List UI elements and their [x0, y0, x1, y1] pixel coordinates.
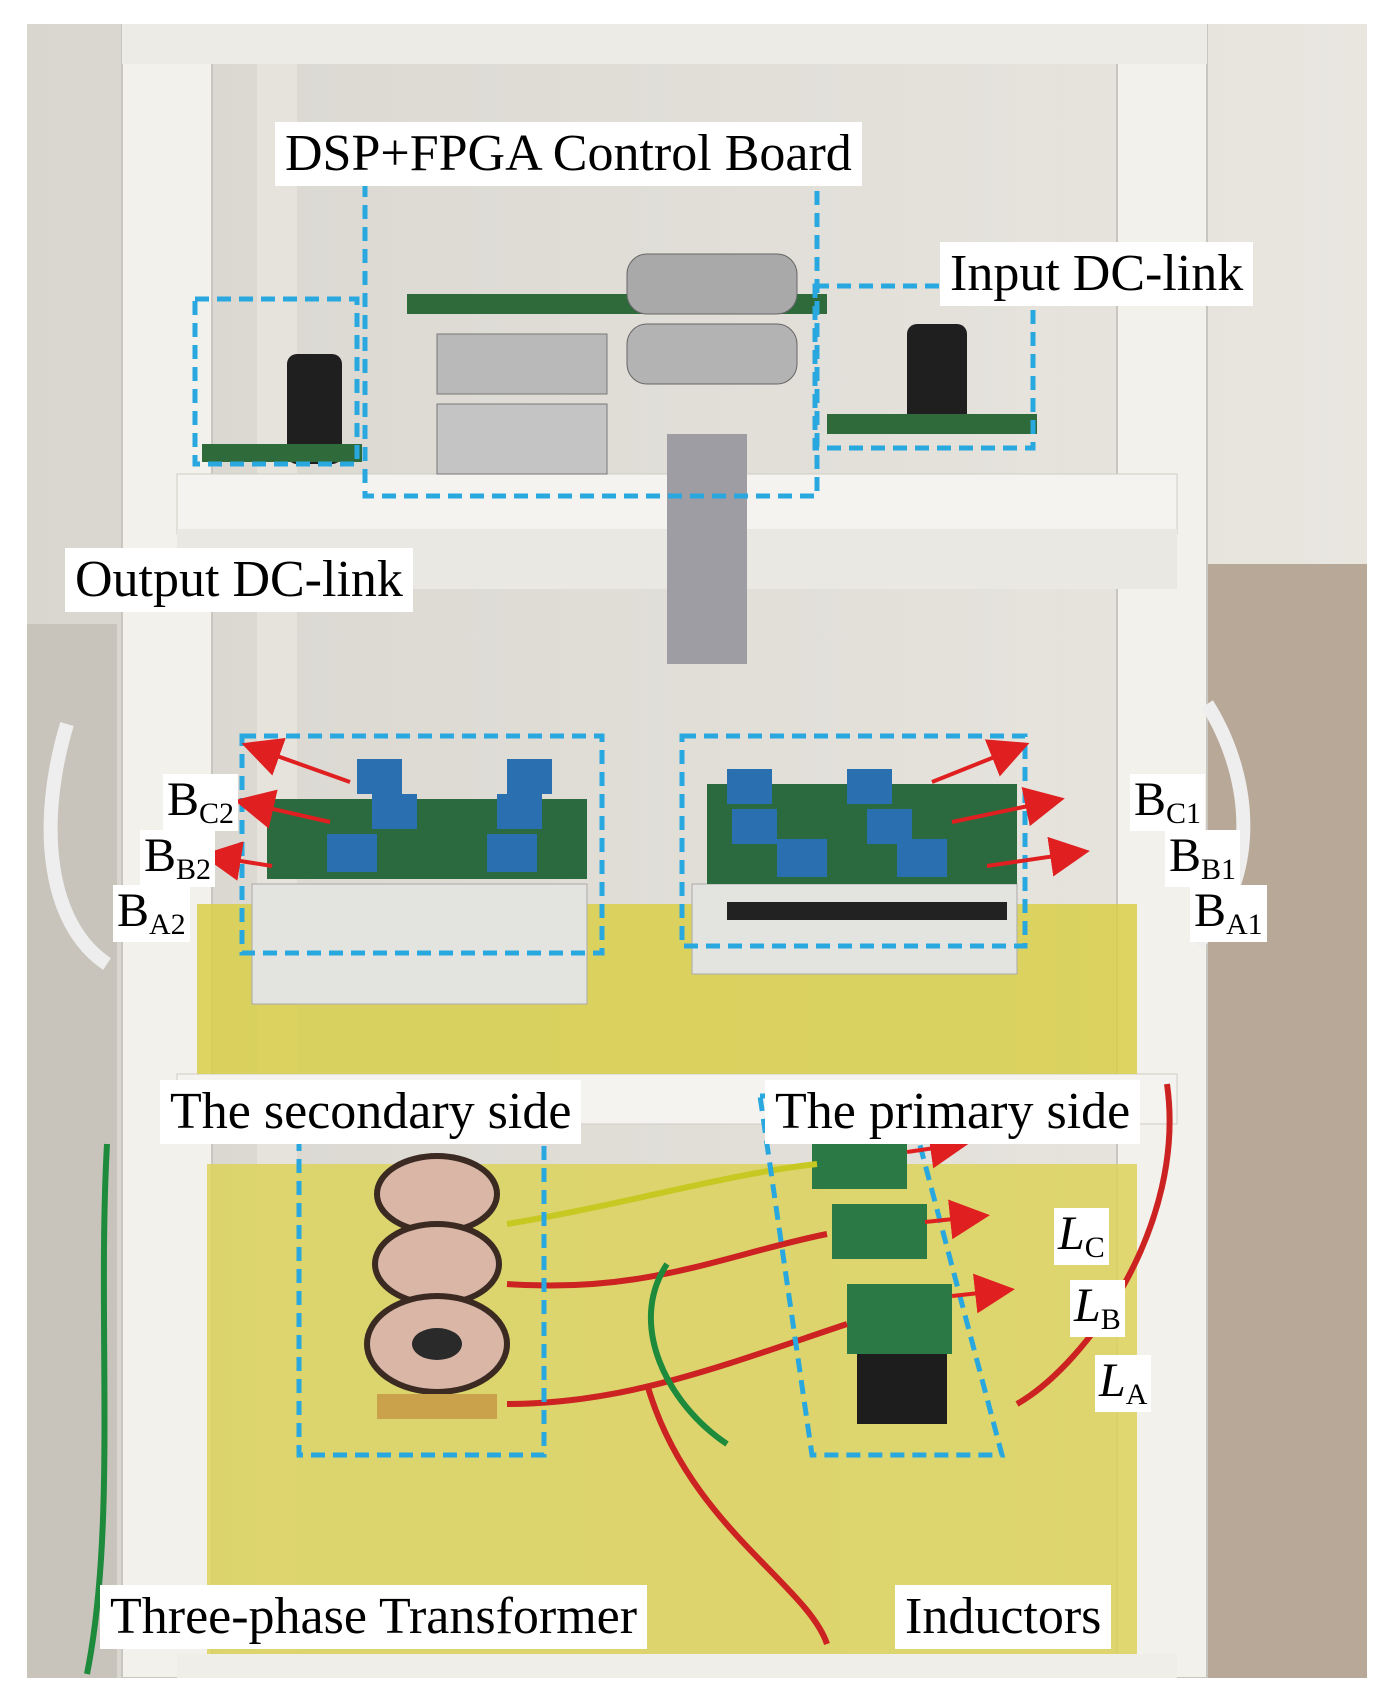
arrow-ba1: [986, 836, 1090, 877]
terminal-bc2: BC2: [163, 774, 239, 831]
input-dc-link-hardware: [827, 324, 1037, 434]
cables: [43, 700, 1251, 1675]
input-dc-link-label: Input DC-link: [940, 242, 1254, 306]
transformer-label: Three-phase Transformer: [100, 1585, 648, 1649]
arrow-lb: [924, 1199, 990, 1240]
control-board-label: DSP+FPGA Control Board: [275, 122, 862, 186]
arrow-la: [951, 1273, 1015, 1314]
primary-side-label: The primary side: [765, 1080, 1141, 1144]
inductor-blocks: [812, 1134, 952, 1424]
terminal-ba1: BA1: [1190, 885, 1267, 942]
terminal-la: LA: [1095, 1355, 1152, 1412]
arrow-lc: [906, 1128, 970, 1169]
output-dc-link-label: Output DC-link: [65, 548, 413, 612]
terminal-lb: LB: [1070, 1280, 1125, 1337]
inductors-label: Inductors: [895, 1585, 1112, 1649]
terminal-lc: LC: [1054, 1208, 1109, 1265]
secondary-side-converter: [251, 759, 588, 1005]
arrow-bb1: [951, 786, 1065, 827]
side-cabinet: [1177, 564, 1367, 1678]
secondary-side-label: The secondary side: [160, 1080, 582, 1144]
bottom-shelf-mat: [207, 1164, 1137, 1654]
primary-side-box: [679, 733, 1028, 949]
terminal-ba2: BA2: [113, 885, 190, 942]
control-board-hardware: [407, 253, 827, 664]
arrow-bc2: [241, 737, 351, 784]
terminal-bb2: BB2: [140, 830, 216, 887]
arrow-bc1: [931, 739, 1030, 784]
output-dc-link-box: [192, 296, 360, 467]
primary-side-converter: [691, 769, 1018, 975]
terminal-arrows: [201, 737, 1090, 1314]
transformer-toroids: [364, 1153, 510, 1419]
arrow-ba2: [201, 841, 273, 881]
terminal-bb1: BB1: [1165, 830, 1241, 887]
input-dc-link-box: [812, 283, 1036, 451]
terminal-bc1: BC1: [1130, 774, 1206, 831]
output-dc-link-hardware: [202, 354, 362, 464]
arrow-bb2: [234, 789, 331, 829]
